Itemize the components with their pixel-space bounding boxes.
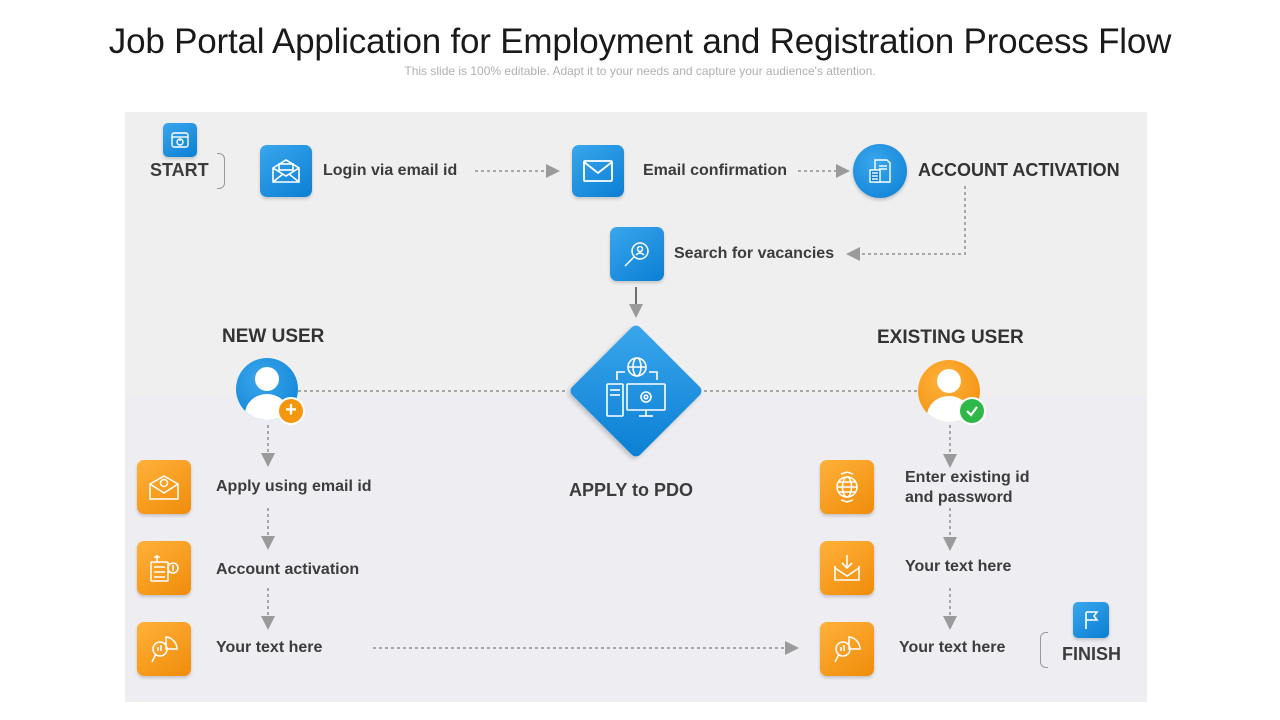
envelope-icon — [572, 145, 624, 197]
email-confirmation-label: Email confirmation — [643, 162, 788, 179]
globe-badge-icon — [820, 460, 874, 514]
plus-badge-icon: + — [277, 397, 305, 425]
inbox-download-icon — [820, 541, 874, 595]
new-step-1-label: Apply using email id — [216, 478, 372, 495]
computer-network-gear-icon — [600, 353, 672, 425]
flag-icon — [1073, 602, 1109, 638]
calculator-money-icon — [137, 541, 191, 595]
new-step-3-label: Your text here — [216, 639, 323, 656]
account-activation-heading: ACCOUNT ACTIVATION — [918, 160, 1120, 180]
login-label: Login via email id — [323, 162, 458, 179]
existing-user-heading: EXISTING USER — [877, 327, 1024, 348]
check-badge-icon — [958, 397, 986, 425]
user-add-icon — [236, 358, 298, 420]
new-step-2-label: Account activation — [216, 561, 360, 578]
open-envelope-icon — [260, 145, 312, 197]
document-calculator-icon — [853, 144, 907, 198]
magnifier-user-icon — [610, 227, 664, 281]
apply-label: APPLY to PDO — [569, 480, 694, 500]
start-bracket — [217, 153, 225, 189]
chart-magnifier-icon — [820, 622, 874, 676]
existing-step-2-label: Your text here — [905, 558, 1012, 575]
calendar-power-icon — [163, 123, 197, 157]
existing-step-1-label: Enter existing id and password — [905, 469, 1030, 506]
chart-magnifier-icon — [137, 622, 191, 676]
search-label: Search for vacancies — [674, 245, 835, 262]
new-user-heading: NEW USER — [222, 326, 325, 347]
finish-bracket — [1040, 632, 1048, 668]
page-subtitle: This slide is 100% editable. Adapt it to… — [404, 64, 876, 78]
existing-step-3-label: Your text here — [899, 639, 1006, 656]
finish-label: FINISH — [1062, 644, 1122, 664]
email-at-icon — [137, 460, 191, 514]
arrow-activation-to-search — [846, 186, 966, 261]
start-label: START — [150, 160, 209, 180]
page-title: Job Portal Application for Employment an… — [108, 22, 1172, 61]
